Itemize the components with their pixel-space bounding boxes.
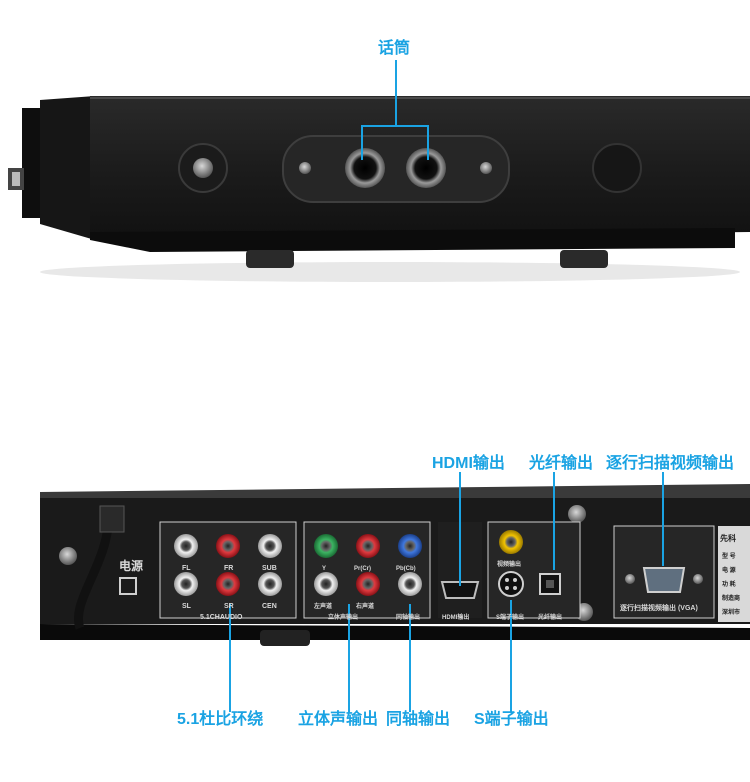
jack-cen[interactable] <box>258 572 282 596</box>
label-power: 电源 <box>119 559 144 573</box>
label-vga-out: 逐行扫描视频输出 (VGA) <box>620 605 698 612</box>
label-sticker-1: 型 号 <box>722 554 736 560</box>
label-brand: 先科 <box>720 534 736 543</box>
foot-right <box>560 250 608 268</box>
mic-jack-1[interactable] <box>345 148 385 188</box>
mic-plate-screw-left <box>299 162 311 174</box>
power-plug <box>99 505 125 533</box>
label-video-out: 视频输出 <box>497 562 522 568</box>
screw-recess-right <box>592 143 642 193</box>
label-hdmi-out: HDMI输出 <box>442 615 470 621</box>
label-sticker-2: 电 源 <box>722 568 736 574</box>
label-left-ch: 左声道 <box>314 604 333 610</box>
jack-fl[interactable] <box>174 534 198 558</box>
front-bottom-lip <box>90 228 735 252</box>
side-bezel <box>22 108 42 218</box>
jack-pr[interactable] <box>356 534 380 558</box>
mic-plate <box>282 135 510 203</box>
label-fr: FR <box>224 565 234 572</box>
jack-sr[interactable] <box>216 572 240 596</box>
jack-coaxial[interactable] <box>398 572 422 596</box>
front-left-face <box>40 96 95 240</box>
rear-foot <box>260 630 310 646</box>
label-sticker-4: 制造商 <box>722 596 741 602</box>
label-pb: Pb(Cb) <box>396 566 416 572</box>
front-device <box>8 96 750 268</box>
jack-y[interactable] <box>314 534 338 558</box>
label-fl: FL <box>182 565 191 572</box>
jack-sl[interactable] <box>174 572 198 596</box>
label-sr: SR <box>224 603 234 610</box>
screw-left <box>193 158 213 178</box>
side-knob-highlight <box>12 172 20 186</box>
jack-pb[interactable] <box>398 534 422 558</box>
s-video-port[interactable] <box>498 571 524 597</box>
callout-hdmi: HDMI输出 <box>432 455 505 472</box>
label-audio: 5.1CHAUDIO <box>200 614 243 621</box>
rear-callout-lines <box>229 472 664 712</box>
label-pr: Pr(Cr) <box>354 566 372 572</box>
mic-plate-screw-right <box>480 162 492 174</box>
mic-jack-2[interactable] <box>406 148 446 188</box>
callout-vga: 逐行扫描视频输出 <box>606 455 735 472</box>
callout-optical: 光纤输出 <box>529 455 594 472</box>
label-sticker-5: 深圳市 <box>722 610 741 616</box>
jack-stereo-left[interactable] <box>314 572 338 596</box>
foot-left <box>246 250 294 268</box>
rear-top-edge <box>40 484 750 502</box>
jack-video[interactable] <box>499 530 523 554</box>
callout-s-video: S端子输出 <box>474 711 549 728</box>
jack-stereo-right[interactable] <box>356 572 380 596</box>
power-symbol <box>119 577 137 595</box>
label-s-out: S端子输出 <box>496 615 525 621</box>
callout-surround: 5.1杜比环绕 <box>177 711 264 728</box>
rear-device <box>40 484 750 646</box>
label-coax-out: 同轴输出 <box>396 615 421 621</box>
label-right-ch: 右声道 <box>356 604 375 610</box>
label-stereo-out: 立体声输出 <box>328 615 359 621</box>
rear-screw-left <box>59 547 77 565</box>
device-shadow <box>40 262 740 282</box>
label-y: Y <box>322 566 327 572</box>
label-sub: SUB <box>262 565 277 572</box>
label-sl: SL <box>182 603 191 610</box>
callout-mic: 话筒 <box>378 40 411 57</box>
label-cen: CEN <box>262 603 277 610</box>
callout-stereo: 立体声输出 <box>298 711 379 728</box>
label-sticker-3: 功 耗 <box>722 582 736 588</box>
info-sticker <box>718 526 750 622</box>
hdmi-port[interactable] <box>440 581 480 599</box>
rear-screw-top <box>568 505 586 523</box>
jack-sub[interactable] <box>258 534 282 558</box>
callout-coaxial: 同轴输出 <box>386 711 451 728</box>
mic-callout-lines <box>361 60 429 160</box>
label-optical-out: 光纤输出 <box>538 615 563 621</box>
jack-fr[interactable] <box>216 534 240 558</box>
vga-port[interactable] <box>642 567 686 593</box>
